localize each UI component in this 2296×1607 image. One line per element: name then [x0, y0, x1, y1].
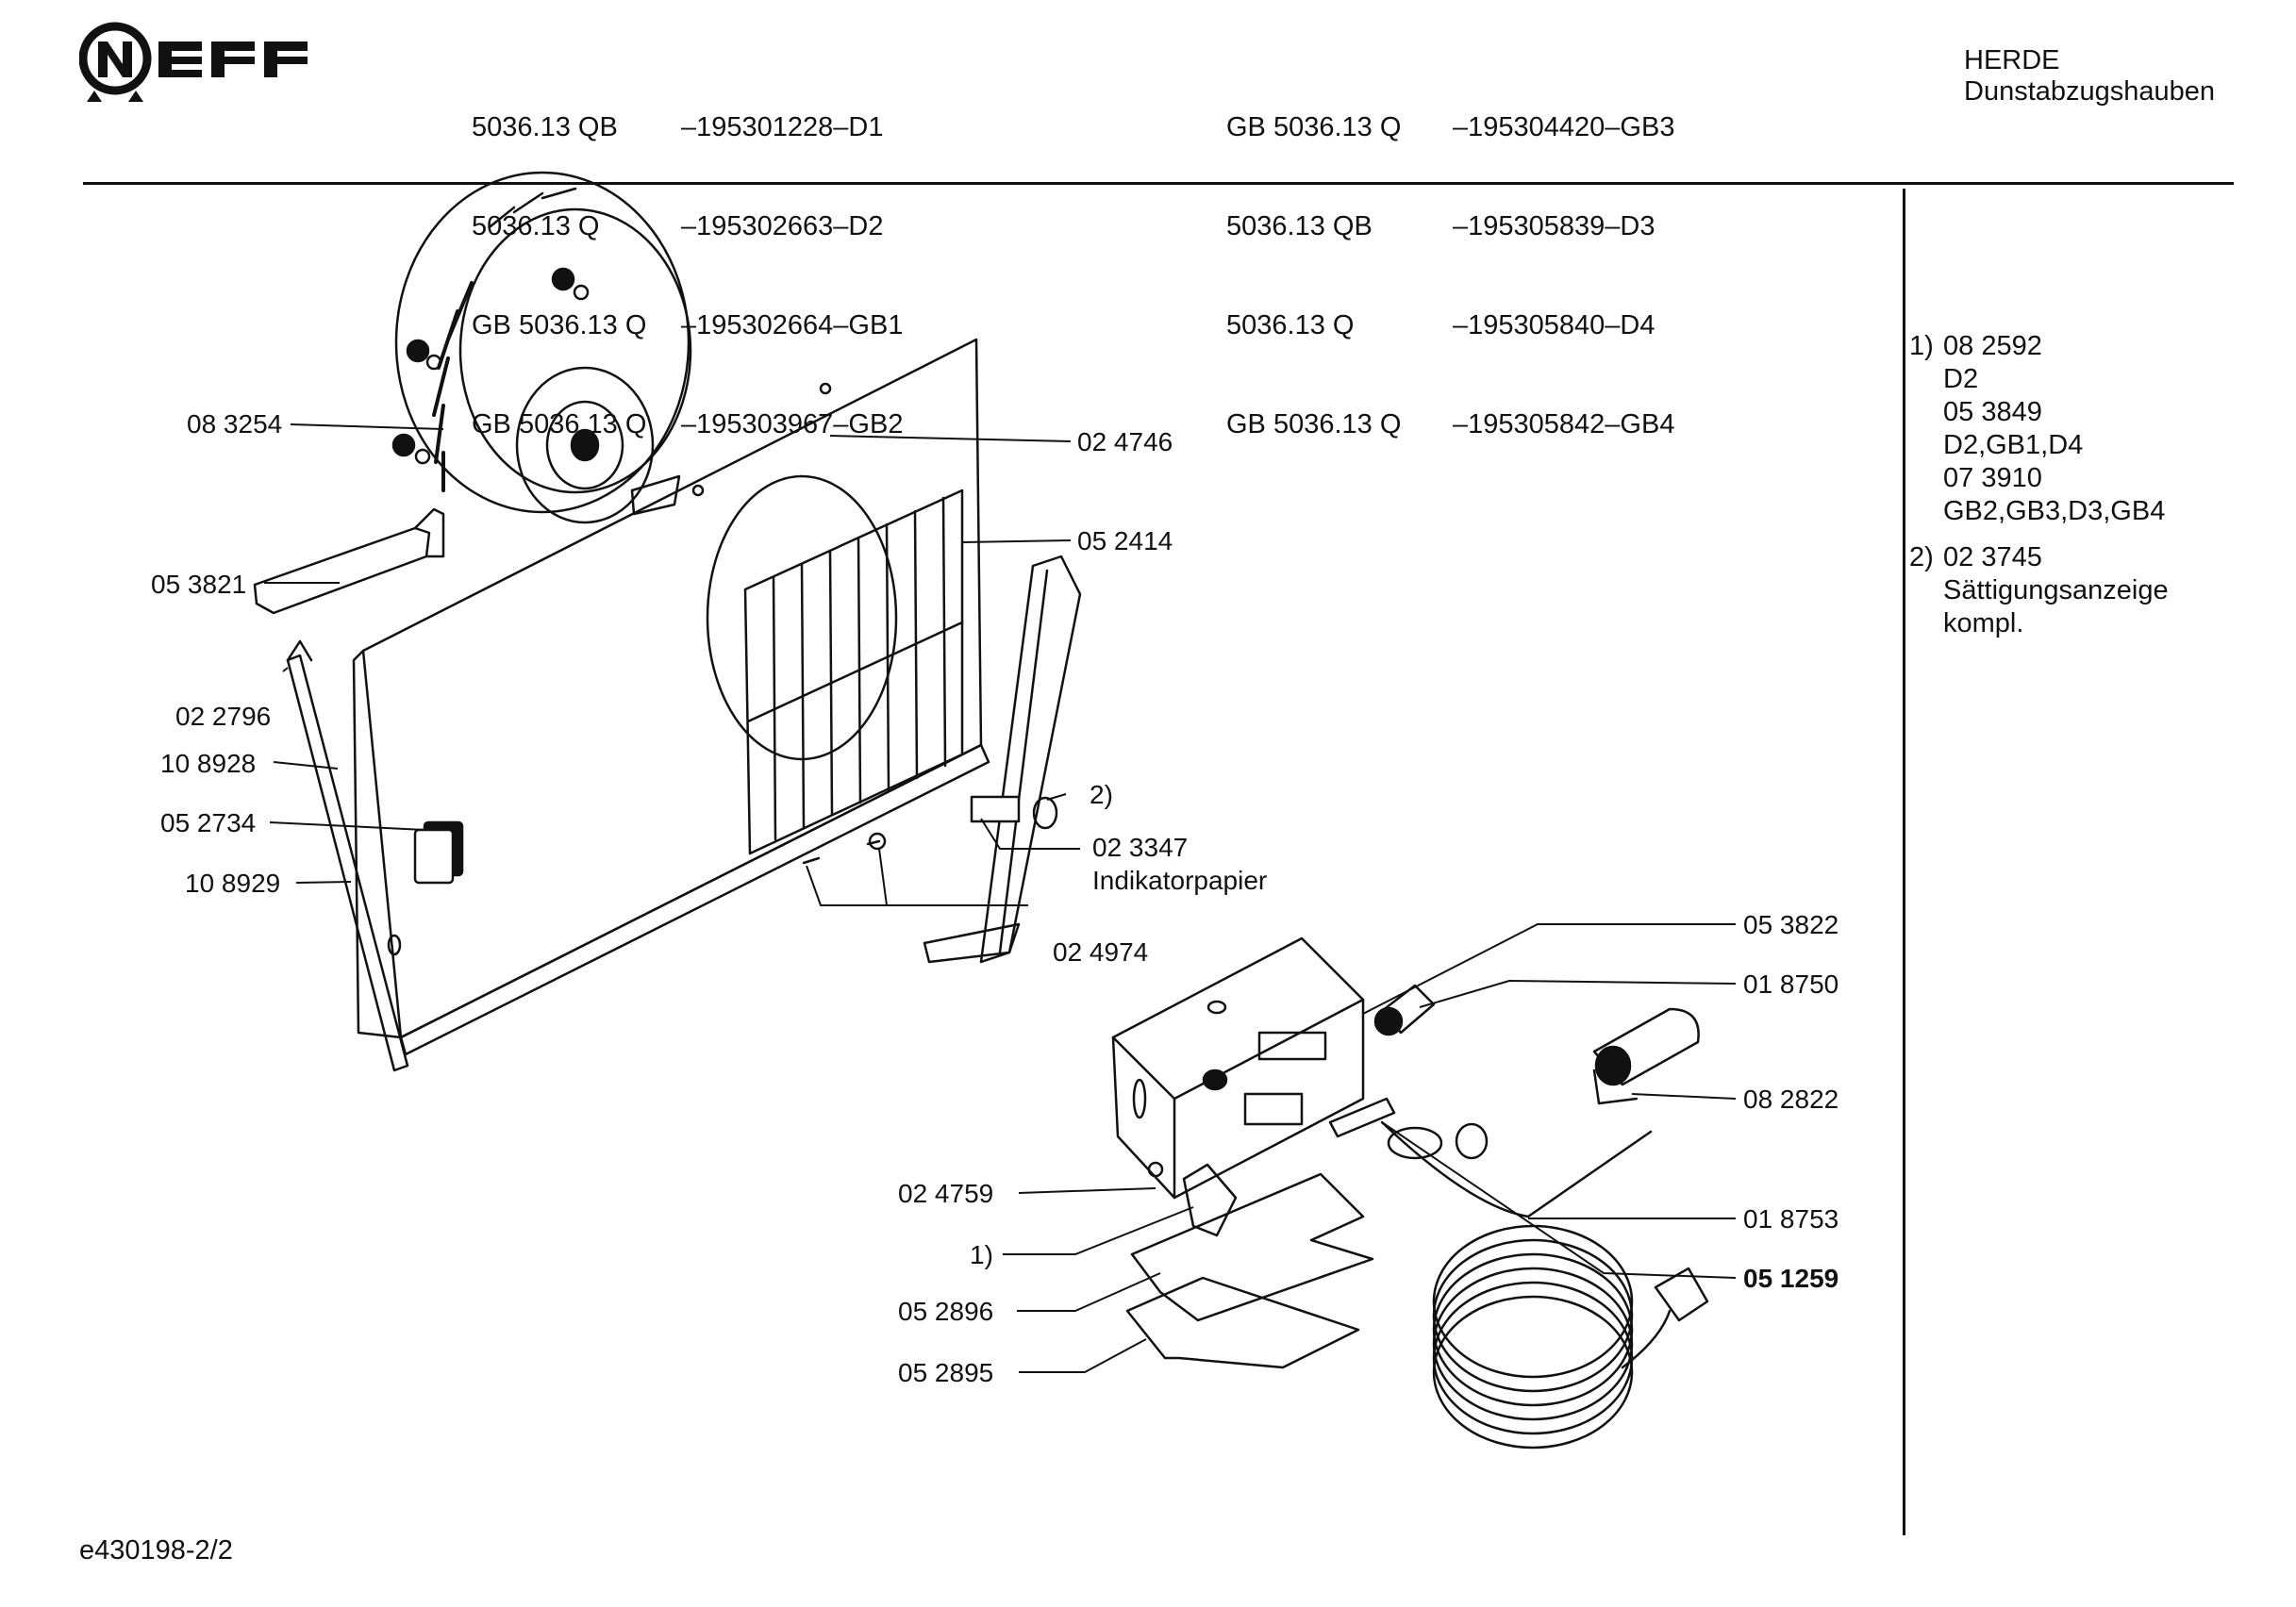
right-rail: [979, 555, 1082, 964]
model-number: 5036.13 Q: [1226, 310, 1355, 340]
indicator-lamp: [1032, 796, 1058, 830]
callout-023347: 02 3347: [1092, 833, 1188, 862]
product-code: –195302663–D2: [681, 211, 884, 241]
model-number: GB 5036.13 Q: [1226, 409, 1402, 439]
slide-switch: [1182, 1163, 1238, 1237]
document-reference: e430198-2/2: [79, 1535, 233, 1566]
electrical-box: [1111, 936, 1365, 1200]
category-line: Dunstabzugshauben: [1964, 76, 2216, 107]
callout-083254: 08 3254: [187, 409, 282, 439]
mains-plug: [1654, 1267, 1709, 1322]
product-code: –195304420–GB3: [1453, 112, 1675, 142]
lamp-bulb: [1387, 1126, 1443, 1160]
callout-052896: 05 2896: [898, 1297, 993, 1326]
lamp-socket: [1592, 1007, 1700, 1105]
callout-053821: 05 3821: [151, 570, 246, 599]
panel-side-left: [352, 649, 403, 1039]
callout-018750: 01 8750: [1743, 969, 1838, 999]
slider-bracket: [253, 526, 431, 615]
cable-coil: [1432, 1224, 1634, 1450]
callout-018753: 01 8753: [1743, 1204, 1838, 1234]
product-code: –195305840–D4: [1453, 310, 1655, 340]
footnote-line: Sättigungsanzeige: [1943, 575, 2169, 605]
header-divider: [83, 182, 2234, 185]
footnote-line: GB2,GB3,D3,GB4: [1943, 496, 2166, 526]
rail-foot: [923, 922, 1021, 964]
callout-052414: 05 2414: [1077, 526, 1173, 555]
footnote-line: 02 3745: [1943, 542, 2042, 572]
nut: [391, 433, 416, 457]
product-code: –195305842–GB4: [1453, 409, 1675, 439]
product-code: –195302664–GB1: [681, 310, 904, 340]
washer: [573, 284, 590, 301]
callout-024746: 02 4746: [1077, 427, 1173, 456]
callout-022796: 02 2796: [175, 702, 271, 731]
panel-hole: [691, 484, 705, 497]
callout-024974: 02 4974: [1053, 937, 1148, 967]
footnote-line: D2,GB1,D4: [1943, 430, 2084, 460]
model-number: GB 5036.13 Q: [1226, 112, 1402, 142]
footnote-1: 1) 08 2592 D2 05 3849 D2,GB1,D4 07 3910 …: [1909, 330, 2169, 528]
part-list-right: –195304420–GB3 –195305839–D3 –195305840–…: [1453, 45, 1674, 474]
notes-divider: [1903, 189, 1905, 1535]
washer: [425, 354, 442, 371]
neff-logo: [79, 22, 308, 102]
footnote-line: 05 3849: [1943, 397, 2042, 427]
callout-053822: 05 3822: [1743, 910, 1838, 939]
footnote-2: 2) 02 3745 Sättigungsanzeige kompl.: [1909, 541, 2169, 640]
washer: [414, 448, 431, 465]
callout-052895: 05 2895: [898, 1358, 993, 1387]
callout-052734: 05 2734: [160, 808, 256, 837]
nut: [406, 339, 430, 363]
callout-051259: 05 1259: [1743, 1264, 1838, 1293]
category-line: HERDE: [1964, 45, 2060, 75]
nut: [551, 267, 575, 291]
lamp-socket-small: [1455, 1122, 1489, 1160]
callout-108928: 10 8928: [160, 749, 256, 778]
callout-note-2: 2): [1090, 780, 1113, 809]
category-heading: HERDE Dunstabzugshauben: [1964, 45, 2215, 108]
footnote-number: 1): [1909, 331, 1934, 361]
model-list-right: GB 5036.13 Q 5036.13 QB 5036.13 Q GB 503…: [1226, 45, 1401, 474]
power-cable: [1380, 1120, 1653, 1218]
left-bracket: [286, 654, 409, 1072]
grease-filter: [706, 474, 964, 855]
model-number: 5036.13 QB: [472, 112, 618, 142]
strain-relief: [1328, 1097, 1396, 1138]
product-code: –195303967–GB2: [681, 409, 904, 439]
product-code: –195301228–D1: [681, 112, 884, 142]
callout-note-1: 1): [970, 1240, 993, 1269]
callout-024759: 02 4759: [898, 1179, 993, 1208]
panel-bottom-lip: [399, 743, 990, 1056]
mounting-plate-lower: [1125, 1276, 1360, 1369]
footnote-line: kompl.: [1943, 608, 2024, 638]
footnote-line: 07 3910: [1943, 463, 2042, 493]
model-number: GB 5036.13 Q: [472, 310, 647, 340]
model-number: GB 5036.13 Q: [472, 409, 647, 439]
panel-hole: [387, 934, 402, 956]
indicator-holder: [970, 795, 1021, 823]
model-number: 5036.13 QB: [1226, 211, 1373, 241]
footnote-line: D2: [1943, 364, 1979, 394]
footnotes: 1) 08 2592 D2 05 3849 D2,GB1,D4 07 3910 …: [1909, 330, 2169, 640]
fan-wheel: [394, 171, 692, 524]
product-code: –195305839–D3: [1453, 211, 1655, 241]
mounting-plate-upper: [1130, 1172, 1374, 1322]
footnote-line: 08 2592: [1943, 331, 2042, 361]
panel-hole: [819, 382, 832, 395]
callout-082822: 08 2822: [1743, 1085, 1838, 1114]
callout-108929: 10 8929: [185, 869, 280, 898]
footnote-number: 2): [1909, 542, 1934, 572]
part-list-left: –195301228–D1 –195302663–D2 –195302664–G…: [681, 45, 903, 474]
left-bracket-top: [286, 639, 313, 662]
callout-indikatorpapier: Indikatorpapier: [1092, 866, 1267, 895]
panel-tab: [630, 474, 681, 516]
